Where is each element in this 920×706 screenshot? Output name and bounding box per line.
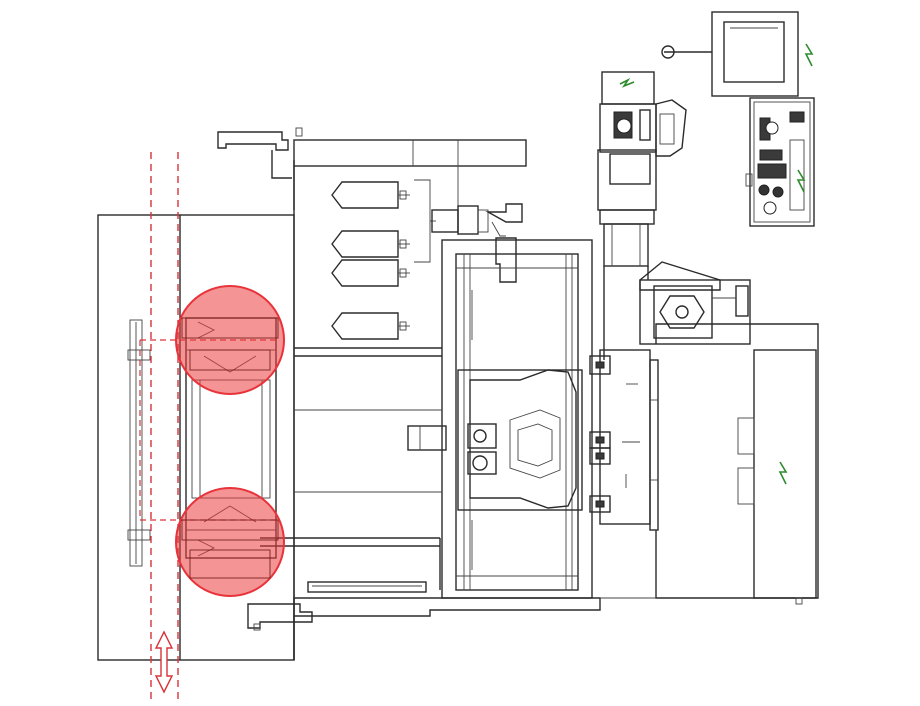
side-cabinet [745,97,815,227]
right-cabinet [600,323,819,605]
vertical-column [597,149,657,360]
bottom-base [247,581,601,660]
cylinder-3 [331,259,410,287]
top-handle [217,127,303,179]
linkage-rods [260,347,442,590]
gripper-assembly [431,203,523,283]
highlight-lower-clamp [175,487,285,597]
cylinder-2 [331,230,410,258]
upper-beam [293,139,527,235]
head-unit [599,71,687,185]
highlights [175,285,285,597]
electrical-symbol-head [619,77,635,88]
cylinder-1 [331,181,410,209]
electrical-symbols [619,43,814,485]
guide-lines [139,152,278,700]
double-arrow-icon [154,630,174,694]
monitor-panel [661,11,799,97]
main-carriage [441,239,593,599]
cylinder-4 [331,312,410,340]
highlight-upper-clamp [175,285,285,395]
electrical-symbol-right-cabinet [778,461,788,485]
center-head [407,369,583,511]
motor-housing [639,261,751,345]
electrical-symbol-monitor [804,43,814,67]
electrical-symbol-side-cabinet [796,169,806,193]
cylinders [331,179,436,340]
right-drive-stack [589,349,659,531]
